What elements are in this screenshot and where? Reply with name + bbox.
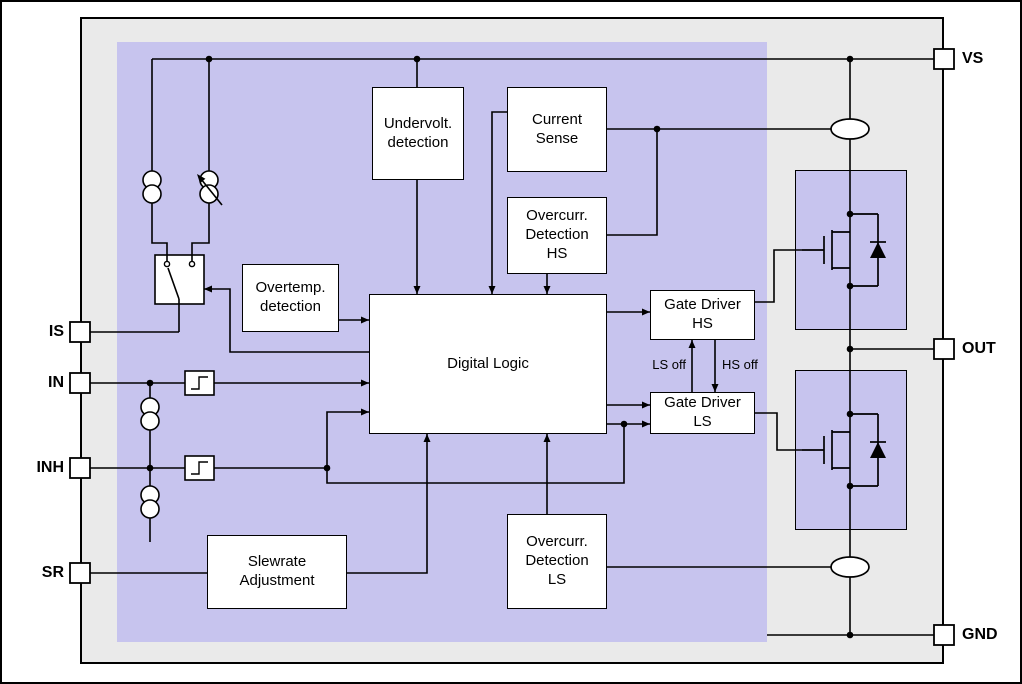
block-undervoltage-detection-label: Undervolt. detection [383, 114, 453, 151]
pin-label-sr: SR [41, 564, 64, 581]
pin-is [69, 321, 91, 343]
pin-gnd [933, 624, 955, 646]
inh-schmitt-trigger [184, 455, 215, 481]
pin-vs [933, 48, 955, 70]
pin-out [933, 338, 955, 360]
junction-dots [146, 55, 854, 639]
block-overcurrent-detection-hs-label: Overcurr. Detection HS [525, 207, 589, 262]
pin-inh [69, 457, 91, 479]
arrowheads [204, 285, 719, 442]
pin-label-vs: VS [962, 50, 984, 67]
block-undervoltage-detection: Undervolt. detection [372, 87, 464, 180]
pin-label-is: IS [48, 323, 64, 340]
in-pulldown-current-source [140, 397, 160, 431]
ls-sense-element [830, 556, 870, 578]
pin-pads [69, 48, 955, 646]
is-selector-switch [154, 254, 205, 305]
adjustable-current-source [197, 170, 223, 206]
ls-mosfet [802, 413, 886, 487]
block-current-sense: Current Sense [507, 87, 607, 172]
ls-off-label: LS off [652, 357, 686, 372]
block-gate-driver-hs-label: Gate Driver HS [664, 296, 741, 332]
block-gate-driver-ls: Gate Driver LS [650, 392, 755, 434]
block-overcurrent-detection-ls-label: Overcurr. Detection LS [525, 533, 589, 588]
in-schmitt-trigger [184, 370, 215, 396]
wires [90, 58, 934, 636]
block-slewrate-adjustment-label: Slewrate Adjustment [239, 553, 315, 589]
block-gate-driver-ls-label: Gate Driver LS [664, 394, 741, 430]
pin-label-gnd: GND [962, 626, 998, 643]
pin-label-out: OUT [962, 340, 996, 357]
block-current-sense-label: Current Sense [531, 110, 583, 147]
sense-current-source [142, 170, 162, 204]
pin-sr [69, 562, 91, 584]
hs-sense-element [830, 118, 870, 140]
block-overcurrent-detection-ls: Overcurr. Detection LS [507, 514, 607, 609]
block-overcurrent-detection-hs: Overcurr. Detection HS [507, 197, 607, 274]
block-overtemperature-detection: Overtemp. detection [242, 264, 339, 332]
block-digital-logic: Digital Logic [369, 294, 607, 434]
hs-mosfet [802, 213, 886, 287]
pin-label-inh: INH [36, 459, 64, 476]
hs-off-label: HS off [722, 357, 758, 372]
inh-pulldown-current-source [140, 485, 160, 519]
block-gate-driver-hs: Gate Driver HS [650, 290, 755, 340]
block-digital-logic-label: Digital Logic [447, 354, 529, 372]
block-slewrate-adjustment: Slewrate Adjustment [207, 535, 347, 609]
block-overtemperature-detection-label: Overtemp. detection [255, 279, 326, 315]
pin-in [69, 372, 91, 394]
pin-label-in: IN [48, 374, 64, 391]
